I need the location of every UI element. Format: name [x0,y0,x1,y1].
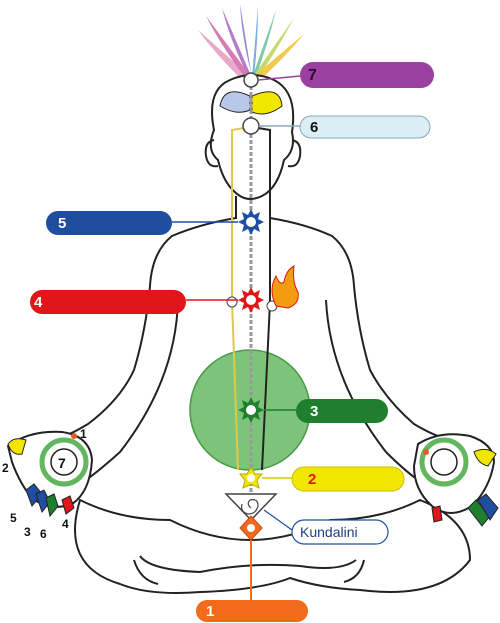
connector-7 [257,75,301,81]
label-pill-6 [299,115,431,139]
chakra-5-star-icon [238,209,264,235]
label-3: 3 [310,403,318,420]
label-pill-5 [46,211,172,235]
label-pill-3 [296,399,388,423]
finger-label-6: 6 [40,527,47,541]
crown-petals-icon [198,4,304,80]
pingala-channel [257,127,271,471]
label-7: 7 [308,67,317,84]
label-5: 5 [58,215,66,232]
finger-label-3: 3 [24,525,31,539]
chakra-3-star-icon [238,397,264,423]
finger-label-2: 2 [2,461,9,475]
label-pill-4 [30,290,186,314]
label-1: 1 [206,603,214,620]
connector-kundalini [263,509,293,531]
ajna-right-lobe [251,91,283,115]
chakra-2-star-icon [238,465,264,489]
ida-channel [231,127,245,471]
label-pill-2 [291,466,405,492]
label-pill-7 [300,62,434,88]
chakra-4-star-icon [238,287,264,313]
right-hand [412,433,499,527]
chakra-7-point [243,72,259,88]
finger-label-1: 1 [80,427,87,441]
label-pill-1 [196,600,308,622]
label-kundalini: Kundalini [300,524,358,540]
finger-label-4: 4 [62,517,69,531]
chakra-1-diamond-icon [239,515,263,541]
label-6: 6 [310,119,318,136]
hand-center-number: 7 [58,455,66,471]
flame-icon [271,265,299,309]
chakra-6-point [242,117,260,135]
body-outline [53,74,472,594]
label-4: 4 [34,294,43,311]
label-2: 2 [308,471,316,488]
finger-label-5: 5 [10,511,17,525]
label-pill-kundalini [291,519,389,545]
ida-node-4 [226,296,238,308]
kundalini-triangle-icon [224,493,278,522]
left-hand [6,430,94,518]
ajna-left-lobe [219,91,251,113]
